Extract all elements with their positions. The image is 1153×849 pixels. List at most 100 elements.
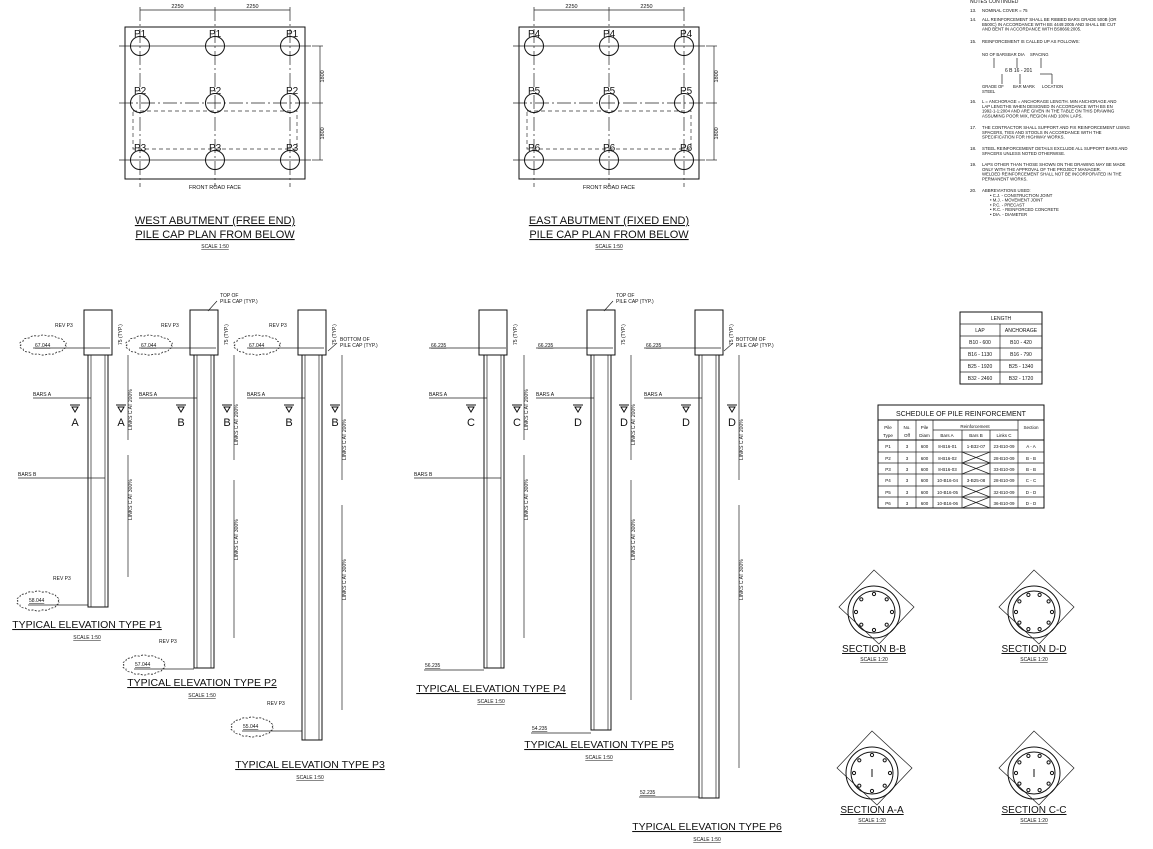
schedule-cell: P5 — [885, 490, 891, 495]
length-table-title: LENGTH — [991, 316, 1012, 322]
note-number: 13. — [970, 8, 976, 13]
rebar-dot — [1013, 609, 1019, 615]
schedule-table-frame — [877, 404, 1045, 509]
note-line: LAPS OTHER THAN THOSE SHOWN ON THE DRAWI… — [982, 162, 1126, 167]
schedule-cell: 10-B16-04 — [937, 478, 959, 483]
rebar-dot — [884, 622, 889, 627]
schedule-cell: 3-B25-08 — [967, 478, 986, 483]
note-number: 17. — [970, 125, 976, 130]
schedule-header: Links C — [996, 433, 1012, 438]
dimension-text: 1800 — [320, 70, 326, 82]
top-of-cap-label: TOP OF — [616, 293, 634, 299]
elevation-scale: SCALE 1:50 — [693, 837, 721, 843]
schedule-cell: 28-B10-09 — [993, 478, 1015, 483]
cover-dimension: 75 (TYP.) — [729, 324, 735, 345]
elevation-title: TYPICAL ELEVATION TYPE P3 — [235, 759, 385, 771]
schedule-cell: 3 — [906, 444, 909, 449]
schedule-header: Pile — [884, 425, 892, 430]
dimension-text: 2250 — [171, 4, 183, 10]
revision-label: REV P3 — [159, 639, 177, 645]
pile-label-P3: P3 — [286, 143, 299, 154]
pile-circle — [280, 36, 300, 56]
note-line: PERMANENT WORKS. — [982, 176, 1028, 181]
schedule-cell: P2 — [885, 456, 891, 461]
rebar-dot — [1037, 592, 1042, 598]
level-top: 66.235 — [431, 343, 447, 349]
bars-b-label: BARS B — [414, 472, 433, 478]
revision-cloud-bottom — [122, 654, 166, 676]
pile-label-P6: P6 — [680, 143, 693, 154]
schedule-header: Diam — [919, 433, 930, 438]
dimension-text: 2250 — [640, 4, 652, 10]
section-arrow — [117, 406, 125, 413]
rebar-dot — [869, 752, 875, 758]
section-arrow — [285, 406, 293, 413]
note-line: B500C) IN ACCORDANCE WITH BS 4449:2005 A… — [982, 22, 1116, 27]
note-line: • R.C. - REINFORCED CONCRETE — [990, 207, 1059, 212]
pile-section-link — [852, 590, 896, 634]
rebar-dot — [1037, 753, 1042, 759]
note-line: • M.J. - MOVEMENT JOINT — [990, 198, 1043, 203]
hidden-outline — [132, 110, 298, 150]
links-label: LINKS C AT 300% — [631, 519, 637, 560]
note-number: 15. — [970, 39, 976, 44]
section-tie-outline — [838, 569, 915, 645]
rebar-dot — [871, 627, 877, 633]
bars-a-label: BARS A — [247, 392, 266, 398]
schedule-header: Type — [883, 433, 893, 438]
schedule-cell: D - D — [1026, 501, 1037, 506]
plan-title: EAST ABUTMENT (FIXED END) — [529, 215, 689, 227]
schedule-cell: C - C — [1026, 478, 1037, 483]
schedule-cell: 8-B16-03 — [938, 467, 957, 472]
section-arrow — [620, 406, 628, 413]
links-label: LINKS C AT 200% — [342, 419, 348, 460]
pile-circle — [599, 36, 619, 56]
length-table-cell: B16 - 1130 — [968, 352, 992, 358]
note-line: L = ANCHORAGE = ANCHORAGE LENGTH. MIN AN… — [982, 99, 1117, 104]
level-bottom: 52.235 — [640, 790, 656, 796]
section-scale: SCALE 1:20 — [1020, 818, 1048, 824]
note-line: • C.J. - CONSTRUCTION JOINT — [990, 193, 1053, 198]
rebar-dot — [884, 597, 889, 602]
revision-label: REV P3 — [161, 323, 179, 329]
rebar-dot — [869, 788, 875, 794]
length-table-cell: B25 - 1340 — [1009, 364, 1034, 370]
pile-circle — [524, 93, 544, 113]
revision-cloud-top — [125, 334, 173, 356]
rebar-dot — [853, 609, 859, 615]
schedule-cell: 600 — [921, 444, 929, 449]
pile-label-P5: P5 — [528, 86, 541, 97]
section-arrow — [223, 406, 231, 413]
rebar-dot — [1026, 592, 1031, 598]
section-scale: SCALE 1:20 — [860, 657, 888, 663]
section-arrow — [467, 406, 475, 413]
schedule-cell: B - B — [1026, 456, 1036, 461]
pile-label-P4: P4 — [680, 29, 693, 40]
section-marker-label: D — [728, 417, 736, 429]
rebar-dot — [1026, 753, 1031, 759]
section-arrow — [682, 406, 690, 413]
rebar-dot — [857, 758, 862, 763]
note-number: 20. — [970, 188, 976, 193]
note-number: 19. — [970, 162, 976, 167]
section-marker-label: D — [574, 417, 582, 429]
length-table-cell: B25 - 1920 — [968, 364, 993, 370]
section-scale: SCALE 1:20 — [1020, 657, 1048, 663]
top-of-cap-label: TOP OF — [220, 293, 238, 299]
rebar-dot — [1026, 627, 1031, 632]
level-top: 66.235 — [538, 343, 554, 349]
bars-a-label: BARS A — [33, 392, 52, 398]
schedule-cell: 10-B16-06 — [937, 501, 959, 506]
note-number: 14. — [970, 17, 976, 22]
section-marker-label: C — [467, 417, 475, 429]
schedule-cell: 3 — [906, 501, 909, 506]
bars-b-label: BARS B — [18, 472, 37, 478]
pile-label-P6: P6 — [528, 143, 541, 154]
